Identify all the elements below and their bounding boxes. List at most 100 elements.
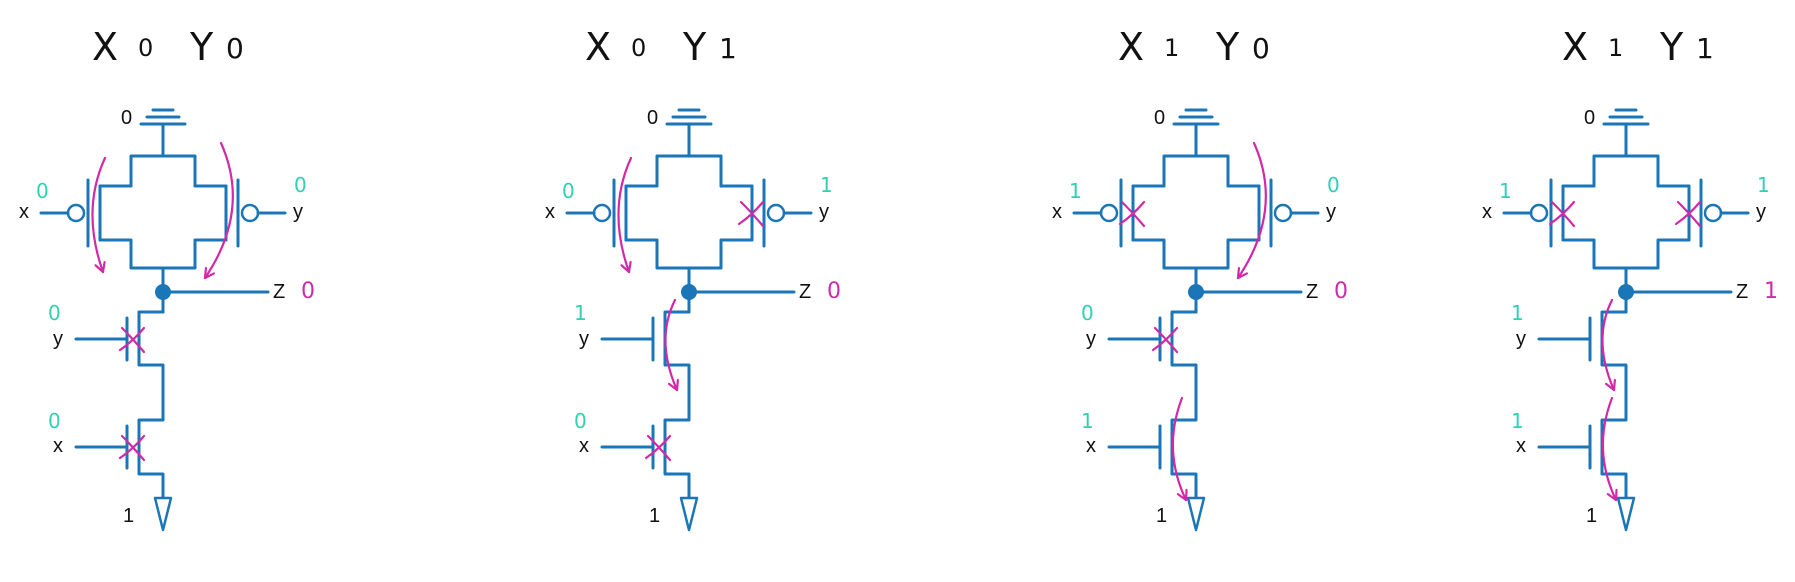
- pmos-x-value: 0: [36, 179, 49, 203]
- pullup-bottom-wire: [1131, 238, 1261, 270]
- heading-y-value: 0: [226, 32, 244, 65]
- current-arrow-lp-head: [94, 261, 106, 274]
- current-arrow-lp-head: [620, 261, 632, 274]
- pulldown-chain: [1170, 310, 1198, 500]
- heading-x-letter: X: [1562, 25, 1588, 69]
- nmos-x-value: 0: [574, 409, 587, 433]
- bottom-supply-symbol: [1186, 496, 1206, 532]
- heading-x-letter: X: [92, 25, 118, 69]
- pmos-y-label: y: [293, 201, 303, 223]
- output-z-label: Z: [1306, 281, 1318, 303]
- heading-y-value: 1: [1696, 32, 1714, 65]
- pmos-left-bubble: [592, 203, 612, 223]
- top-supply-label: 0: [647, 107, 658, 129]
- heading-y-letter: Y: [1215, 25, 1240, 69]
- pmos-x-value: 1: [1069, 179, 1082, 203]
- pmos-y-value: 0: [294, 173, 307, 197]
- heading-y-value: 1: [719, 32, 737, 65]
- nmos-x-value: 1: [1081, 409, 1094, 433]
- bottom-supply-label: 1: [1156, 505, 1167, 527]
- current-arrow-xn-head: [1176, 488, 1188, 502]
- pullup-top-wire: [1592, 154, 1660, 188]
- pullup-bottom-wire: [624, 238, 754, 270]
- pullup-bottom-wire: [1561, 238, 1691, 270]
- output-z-label: Z: [799, 281, 811, 303]
- heading-y-letter: Y: [682, 25, 707, 69]
- output-z-label: Z: [1736, 281, 1748, 303]
- heading-y-value: 0: [1252, 32, 1270, 65]
- pullup-top-wire: [655, 154, 723, 188]
- nmos-y-value: 1: [1511, 301, 1524, 325]
- output-z-label: Z: [273, 281, 285, 303]
- current-arrow-xn: [1601, 396, 1618, 502]
- bottom-supply-label: 1: [123, 505, 134, 527]
- nmos-x-label: x: [1516, 435, 1526, 457]
- heading-x-value: 0: [138, 34, 153, 62]
- pmos-y-label: y: [1326, 201, 1336, 223]
- off-cross-lp: [1118, 200, 1146, 228]
- bottom-supply-symbol: [679, 496, 699, 532]
- nmos-x-value: 1: [1511, 409, 1524, 433]
- off-cross-yn: [118, 326, 146, 354]
- pmos-y-value: 1: [1757, 173, 1770, 197]
- output-value: 0: [301, 279, 315, 304]
- pullup-bottom-wire: [98, 238, 228, 270]
- pmos-right-bubble: [1273, 203, 1293, 223]
- nmos-y-label: y: [1086, 328, 1096, 350]
- nmos-y-label: y: [579, 328, 589, 350]
- nmos-y-label: y: [53, 328, 63, 350]
- output-value: 0: [827, 279, 841, 304]
- pmos-y-value: 1: [820, 173, 833, 197]
- current-arrow-rp-head: [203, 266, 215, 280]
- pmos-x-label: x: [1482, 201, 1492, 223]
- heading-x-letter: X: [1118, 25, 1144, 69]
- heading-x-value: 1: [1608, 34, 1623, 62]
- current-arrow-lp: [617, 156, 633, 274]
- pmos-x-label: x: [545, 201, 555, 223]
- off-cross-rp: [1674, 200, 1702, 228]
- pmos-x-label: x: [19, 201, 29, 223]
- pmos-left-bubble: [1529, 203, 1549, 223]
- current-arrow-xn: [1171, 396, 1188, 502]
- pmos-y-label: y: [1756, 201, 1766, 223]
- pullup-top-wire: [129, 154, 197, 188]
- off-cross-yn: [1151, 326, 1179, 354]
- current-arrow-rp: [203, 141, 234, 280]
- bottom-supply-symbol: [1616, 496, 1636, 532]
- nmos-y-label: y: [1516, 328, 1526, 350]
- pullup-top-wire: [1162, 154, 1230, 188]
- pulldown-chain: [663, 310, 691, 500]
- pmos-x-value: 0: [562, 179, 575, 203]
- current-arrow-yn: [1601, 298, 1616, 392]
- heading-x-letter: X: [585, 25, 611, 69]
- pmos-y-value: 0: [1327, 173, 1340, 197]
- nmos-x-value: 0: [48, 409, 61, 433]
- current-arrow-lp: [91, 156, 107, 274]
- nmos-y-value: 0: [48, 301, 61, 325]
- top-supply-label: 0: [1584, 107, 1595, 129]
- top-supply-label: 0: [1154, 107, 1165, 129]
- nmos-y-value: 1: [574, 301, 587, 325]
- top-supply-label: 0: [121, 107, 132, 129]
- off-cross-xn: [644, 434, 672, 462]
- nmos-x-label: x: [53, 435, 63, 457]
- current-arrow-xn-head: [1606, 488, 1618, 502]
- pmos-x-value: 1: [1499, 179, 1512, 203]
- current-arrow-yn-head: [1604, 378, 1616, 392]
- pmos-left-bubble: [66, 203, 86, 223]
- pmos-y-label: y: [819, 201, 829, 223]
- nmos-x-label: x: [579, 435, 589, 457]
- heading-x-value: 1: [1164, 34, 1179, 62]
- bottom-supply-label: 1: [649, 505, 660, 527]
- output-value: 1: [1764, 279, 1778, 304]
- pmos-left-bubble: [1099, 203, 1119, 223]
- current-arrow-yn-head: [667, 378, 679, 392]
- nmos-x-label: x: [1086, 435, 1096, 457]
- off-cross-lp: [1548, 200, 1576, 228]
- pmos-x-label: x: [1052, 201, 1062, 223]
- current-arrow-rp-head: [1236, 266, 1248, 280]
- heading-y-letter: Y: [189, 25, 214, 69]
